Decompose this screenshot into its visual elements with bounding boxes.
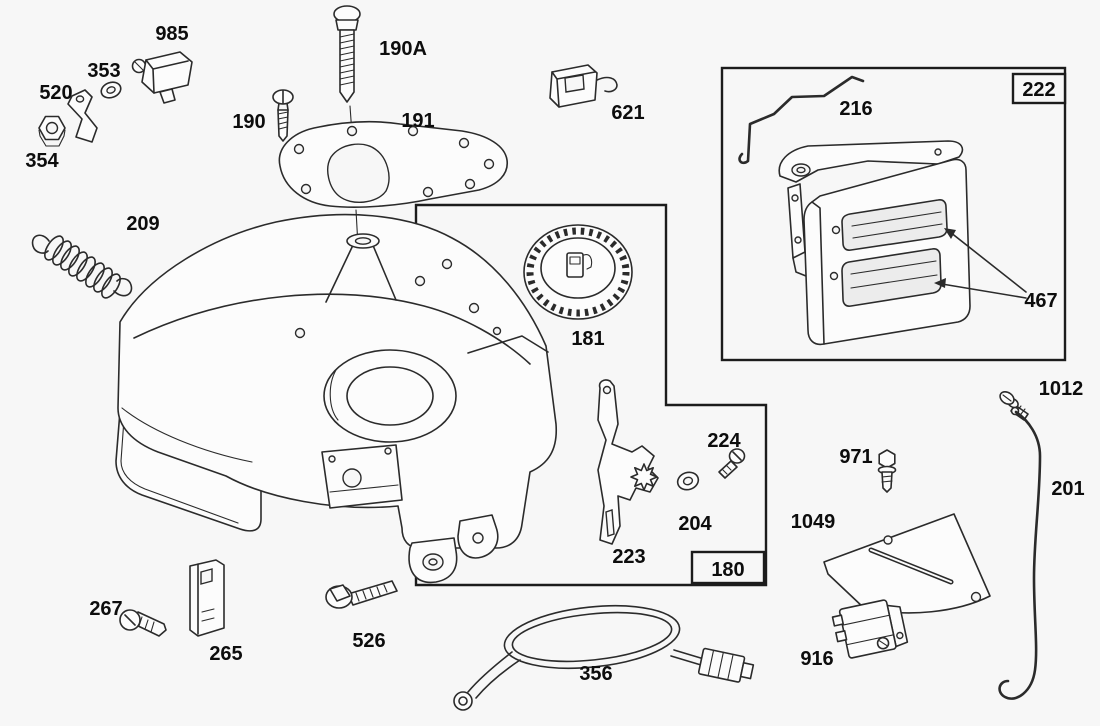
part-label-224: 224 — [707, 430, 741, 452]
part-label-180: 180 — [711, 559, 744, 581]
part-label-467: 467 — [1024, 290, 1057, 312]
part-1049-illustration — [823, 513, 991, 614]
part-label-356: 356 — [579, 663, 612, 685]
part-label-267: 267 — [89, 598, 122, 620]
part-label-971: 971 — [839, 446, 872, 468]
assembly-box-222 — [720, 66, 1067, 362]
part-191-illustration — [278, 120, 508, 208]
part-621-illustration — [549, 64, 618, 108]
part-label-204: 204 — [678, 513, 712, 535]
part-204-illustration — [676, 471, 700, 491]
control-bracket-assembly-illustration — [778, 140, 971, 346]
part-label-1012: 1012 — [1039, 378, 1084, 400]
part-label-526: 526 — [352, 630, 385, 652]
fuel-tank-illustration — [115, 209, 557, 584]
part-267-illustration — [119, 609, 167, 637]
part-265-illustration — [189, 559, 225, 637]
part-label-265: 265 — [209, 643, 242, 665]
part-190-illustration — [272, 89, 294, 142]
part-label-190a: 190A — [379, 38, 427, 60]
part-label-223: 223 — [612, 546, 645, 568]
part-label-191: 191 — [401, 110, 434, 132]
part-label-222: 222 — [1022, 79, 1055, 101]
part-label-201: 201 — [1051, 478, 1084, 500]
part-223-illustration — [597, 379, 659, 545]
part-467-pointer-arrows — [934, 228, 1027, 299]
part-181-fuel-cap-illustration — [523, 224, 633, 320]
part-201-illustration — [998, 406, 1042, 700]
part-label-209: 209 — [126, 213, 159, 235]
part-216-illustration — [738, 75, 865, 165]
part-label-190: 190 — [232, 111, 265, 133]
part-354-illustration — [38, 115, 66, 147]
part-526-illustration — [325, 580, 398, 609]
part-label-520: 520 — [39, 82, 72, 104]
part-356-illustration — [453, 604, 755, 711]
assembly-box-180 — [414, 203, 768, 587]
part-label-353: 353 — [87, 60, 120, 82]
part-label-216: 216 — [839, 98, 872, 120]
part-971-illustration — [877, 449, 897, 493]
part-1012-illustration — [999, 390, 1029, 421]
part-label-916: 916 — [800, 648, 833, 670]
part-label-1049: 1049 — [791, 511, 836, 533]
part-209-illustration — [31, 234, 133, 299]
part-224-illustration — [718, 448, 746, 479]
part-985-illustration — [131, 51, 193, 104]
part-520-illustration — [67, 89, 98, 143]
part-label-181: 181 — [571, 328, 604, 350]
part-353-illustration — [100, 81, 122, 99]
part-label-621: 621 — [611, 102, 644, 124]
part-label-354: 354 — [25, 150, 59, 172]
part-labels-layer: 985 353 520 354 190 190A 191 621 209 216… — [25, 23, 1084, 685]
part-916-illustration — [831, 599, 909, 659]
part-label-985: 985 — [155, 23, 188, 45]
part-190a-illustration — [333, 5, 361, 149]
